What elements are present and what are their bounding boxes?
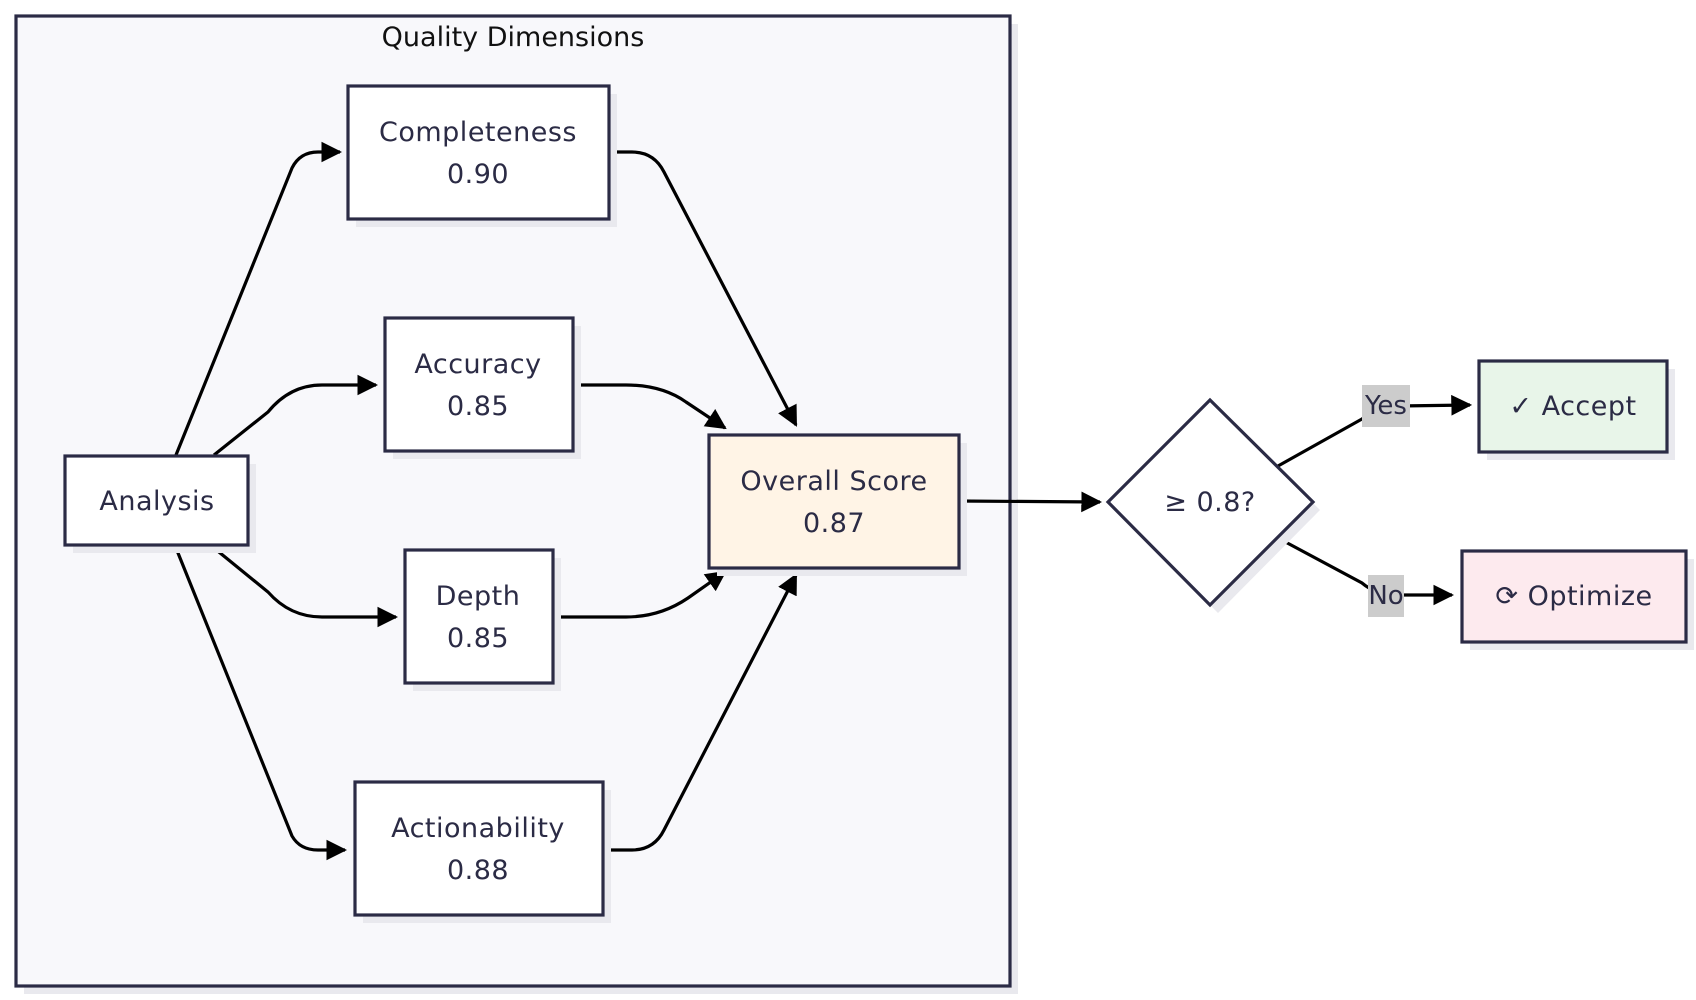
node-overall-score-value: 0.87 [803, 508, 865, 539]
edge-label-yes-text: Yes [1364, 391, 1407, 421]
node-actionability[interactable]: Actionability 0.88 [353, 780, 611, 923]
node-decision[interactable]: ≥ 0.8? [1105, 397, 1320, 613]
edge-depth-overall [553, 570, 727, 619]
node-accept[interactable]: ✓ Accept [1477, 359, 1675, 460]
node-depth-label: Depth [436, 581, 521, 612]
node-overall-score-label: Overall Score [740, 466, 927, 497]
node-accept-label: ✓ Accept [1509, 391, 1636, 422]
edge-actionability-overall [602, 573, 798, 852]
node-completeness[interactable]: Completeness 0.90 [346, 84, 617, 227]
edge-label-no-text: No [1368, 581, 1403, 611]
node-accuracy-label: Accuracy [414, 349, 541, 380]
node-completeness-label: Completeness [379, 117, 577, 148]
node-actionability-label: Actionability [391, 813, 565, 844]
edges [174, 141, 1473, 861]
node-actionability-score: 0.88 [447, 855, 509, 886]
edge-overall-decision [957, 491, 1103, 513]
node-overall-score[interactable]: Overall Score 0.87 [707, 433, 967, 576]
edge-label-yes: Yes [1362, 385, 1410, 427]
edge-accuracy-overall [573, 383, 727, 430]
node-accuracy[interactable]: Accuracy 0.85 [383, 316, 581, 459]
edge-completeness-overall [610, 150, 798, 427]
edge-analysis-actionability [174, 547, 348, 861]
node-depth[interactable]: Depth 0.85 [403, 548, 561, 691]
node-analysis[interactable]: Analysis [63, 454, 256, 553]
edge-analysis-depth [212, 546, 399, 628]
edge-analysis-accuracy [213, 374, 379, 457]
edge-analysis-completeness [174, 141, 343, 456]
edge-label-no: No [1368, 575, 1404, 617]
node-analysis-label: Analysis [99, 486, 214, 517]
node-depth-score: 0.85 [447, 623, 509, 654]
node-optimize-label: ⟳ Optimize [1495, 581, 1652, 612]
node-completeness-score: 0.90 [447, 159, 509, 190]
node-accuracy-score: 0.85 [447, 391, 509, 422]
cluster-title: Quality Dimensions [382, 22, 645, 53]
node-optimize[interactable]: ⟳ Optimize [1460, 549, 1694, 650]
node-decision-label: ≥ 0.8? [1164, 487, 1255, 518]
edge-decision-optimize [1277, 536, 1455, 606]
